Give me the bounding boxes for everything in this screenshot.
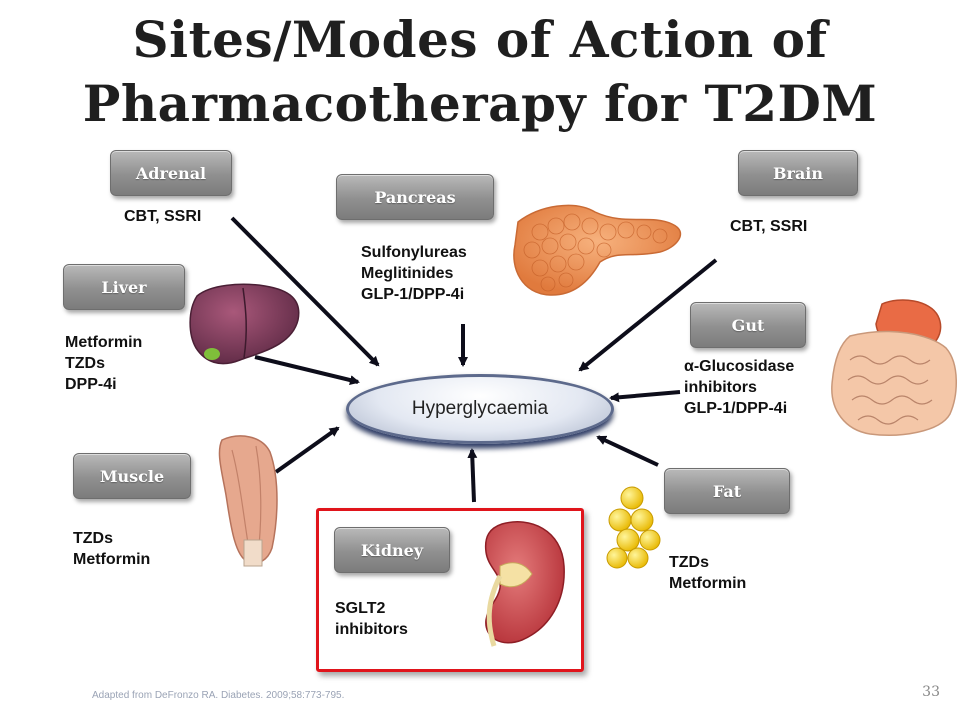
fat-drug-1: TZDs (669, 554, 709, 571)
fat-drugs: TZDs Metformin (669, 552, 746, 594)
muscle-drug-2: Metformin (73, 551, 151, 568)
fat-button[interactable]: Fat (664, 468, 790, 514)
brain-drugs: CBT, SSRI (730, 216, 807, 237)
liver-drug-3: DPP-4i (65, 376, 117, 393)
fat-drug-2: Metformin (669, 575, 747, 592)
citation: Adapted from DeFronzo RA. Diabetes. 2009… (92, 690, 345, 701)
arrow-liver (254, 355, 360, 385)
arrows (230, 216, 718, 503)
liver-drugs: Metformin TZDs DPP-4i (65, 332, 142, 395)
arrow-adrenal (230, 216, 380, 367)
pancreas-illustration (513, 204, 682, 296)
pancreas-drug-2: Meglitinides (361, 265, 454, 282)
adrenal-button[interactable]: Adrenal (110, 150, 232, 196)
kidney-illustration (484, 521, 565, 647)
gut-illustration (831, 299, 957, 436)
gut-drugs: α-Glucosidase inhibitors GLP-1/DPP-4i (684, 356, 794, 419)
arrow-fat (596, 435, 659, 467)
muscle-drugs: TZDs Metformin (73, 528, 150, 570)
gut-drug-2: inhibitors (684, 379, 757, 396)
arrow-muscle (274, 426, 340, 474)
kidney-highlight-box (316, 508, 584, 672)
kidney-button[interactable]: Kidney (334, 527, 450, 573)
arrow-brain (578, 258, 718, 372)
gut-drug-1: α-Glucosidase (684, 358, 795, 375)
hyperglycaemia-label: Hyperglycaemia (411, 398, 549, 419)
brain-drug-1: CBT, SSRI (730, 218, 808, 235)
arrow-kidney (467, 448, 478, 503)
pancreas-drug-3: GLP-1/DPP-4i (361, 286, 465, 303)
kidney-drugs: SGLT2 inhibitors (335, 598, 408, 640)
muscle-drug-1: TZDs (73, 530, 113, 547)
adrenal-drugs: CBT, SSRI (124, 206, 201, 227)
liver-illustration (189, 283, 300, 365)
adrenal-drug-1: CBT, SSRI (124, 208, 202, 225)
liver-drug-2: TZDs (65, 355, 105, 372)
title-line-2: Pharmacotherapy for T2DM (82, 74, 878, 133)
liver-button[interactable]: Liver (63, 264, 185, 310)
gut-drug-3: GLP-1/DPP-4i (684, 400, 788, 417)
arrow-gut (609, 390, 681, 403)
slide-title: Sites/Modes of Action of Pharmacotherapy… (0, 8, 960, 136)
title-line-1: Sites/Modes of Action of (132, 10, 828, 69)
kidney-drug-1: SGLT2 (335, 600, 386, 617)
muscle-button[interactable]: Muscle (73, 453, 191, 499)
hyperglycaemia-oval: Hyperglycaemia (346, 374, 614, 444)
muscle-illustration (218, 435, 278, 567)
brain-button[interactable]: Brain (738, 150, 858, 196)
kidney-drug-2: inhibitors (335, 621, 408, 638)
page-number: 33 (922, 684, 940, 700)
pancreas-drugs: Sulfonylureas Meglitinides GLP-1/DPP-4i (361, 242, 467, 305)
gut-button[interactable]: Gut (690, 302, 806, 348)
liver-drug-1: Metformin (65, 334, 143, 351)
fat-illustration (606, 486, 661, 569)
pancreas-button[interactable]: Pancreas (336, 174, 494, 220)
pancreas-drug-1: Sulfonylureas (361, 244, 467, 261)
